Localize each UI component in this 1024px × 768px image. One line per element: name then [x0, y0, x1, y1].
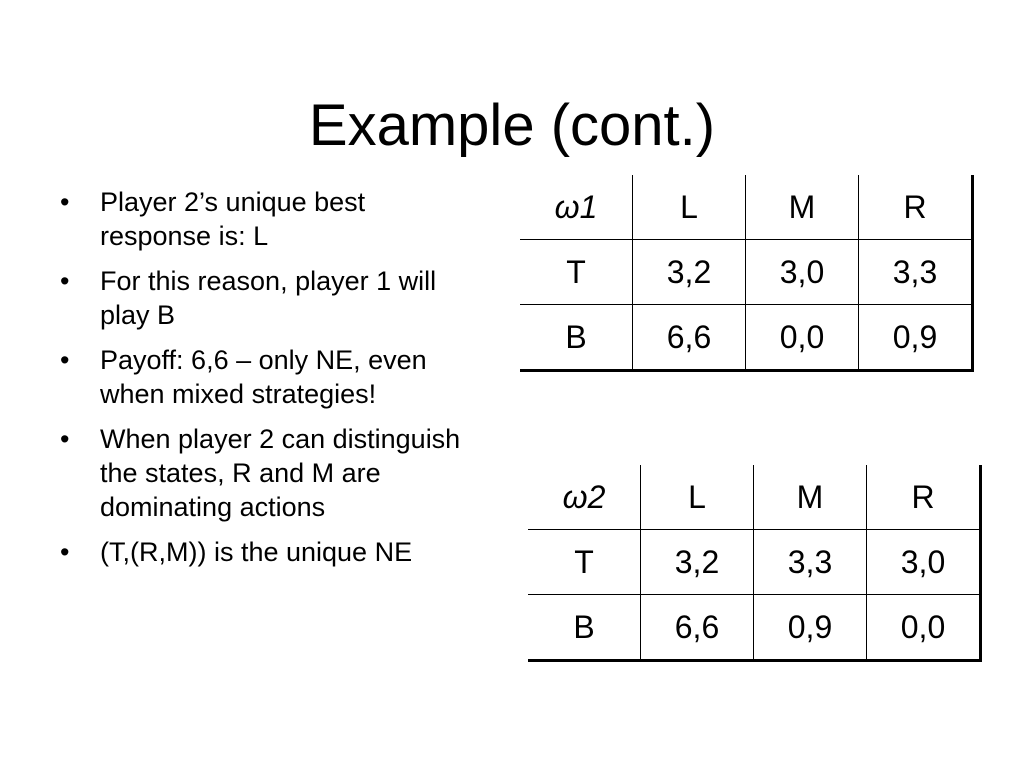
- table-row: B 6,6 0,0 0,9: [520, 304, 974, 372]
- bullet-text: Player 2’s unique best response is: L: [100, 187, 366, 251]
- bullet-glyph: •: [60, 424, 70, 454]
- bullet-glyph: •: [60, 537, 70, 567]
- bullet-text: Payoff: 6,6 – only NE, even when mixed s…: [100, 345, 427, 409]
- bullet-text: When player 2 can distinguish the states…: [100, 424, 461, 522]
- column-header: R: [866, 465, 982, 530]
- state-label: ω1: [520, 175, 633, 240]
- bullet-glyph: •: [60, 266, 70, 296]
- payoff-cell: 3,3: [858, 239, 974, 305]
- payoff-cell: 0,9: [753, 594, 867, 662]
- payoff-cell: 3,2: [632, 239, 746, 305]
- row-header: B: [520, 304, 633, 372]
- state-label: ω2: [528, 465, 641, 530]
- payoff-cell: 3,3: [753, 529, 867, 595]
- payoff-cell: 3,0: [866, 529, 982, 595]
- column-header: R: [858, 175, 974, 240]
- column-header: M: [753, 465, 867, 530]
- table-header-row: ω2 L M R: [528, 465, 982, 530]
- column-header: L: [640, 465, 754, 530]
- bullet-item: • Player 2’s unique best response is: L: [58, 185, 478, 253]
- bullet-item: • When player 2 can distinguish the state…: [58, 422, 478, 524]
- row-header: T: [528, 529, 641, 595]
- payoff-cell: 0,0: [745, 304, 859, 372]
- table-row: T 3,2 3,3 3,0: [528, 529, 982, 595]
- table-header-row: ω1 L M R: [520, 175, 974, 240]
- bullet-list: • Player 2’s unique best response is: L •…: [58, 185, 478, 580]
- payoff-table-state-2: ω2 L M R T 3,2 3,3 3,0 B 6,6 0,9 0,0: [528, 465, 982, 662]
- row-header: B: [528, 594, 641, 662]
- payoff-cell: 0,0: [866, 594, 982, 662]
- payoff-cell: 3,0: [745, 239, 859, 305]
- column-header: L: [632, 175, 746, 240]
- payoff-table-state-1: ω1 L M R T 3,2 3,0 3,3 B 6,6 0,0 0,9: [520, 175, 974, 372]
- payoff-cell: 6,6: [632, 304, 746, 372]
- bullet-glyph: •: [60, 187, 70, 217]
- bullet-item: • For this reason, player 1 will play B: [58, 264, 478, 332]
- payoff-cell: 3,2: [640, 529, 754, 595]
- slide-title: Example (cont.): [308, 92, 716, 158]
- bullet-item: • Payoff: 6,6 – only NE, even when mixed …: [58, 343, 478, 411]
- payoff-cell: 6,6: [640, 594, 754, 662]
- row-header: T: [520, 239, 633, 305]
- bullet-item: • (T,(R,M)) is the unique NE: [58, 535, 478, 569]
- payoff-cell: 0,9: [858, 304, 974, 372]
- column-header: M: [745, 175, 859, 240]
- table-row: B 6,6 0,9 0,0: [528, 594, 982, 662]
- table-row: T 3,2 3,0 3,3: [520, 239, 974, 305]
- bullet-text: For this reason, player 1 will play B: [100, 266, 437, 330]
- bullet-glyph: •: [60, 345, 70, 375]
- bullet-text: (T,(R,M)) is the unique NE: [100, 537, 413, 567]
